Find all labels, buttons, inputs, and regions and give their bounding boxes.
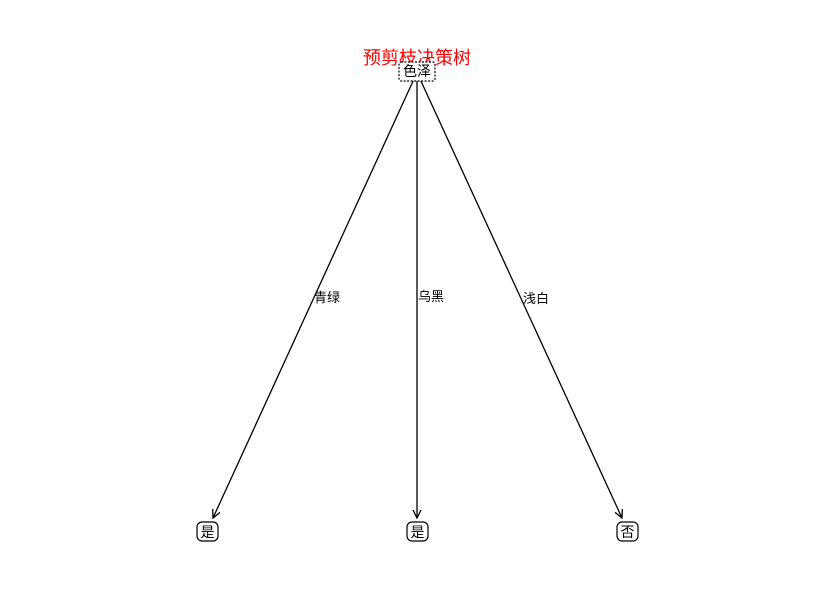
decision-node-box [398,61,436,82]
leaf-node-label: 否 [621,525,635,541]
leaf-node-3: 否 [616,521,639,542]
leaf-node-label: 是 [411,525,425,541]
leaf-node-2: 是 [406,521,429,542]
leaf-node-box [196,521,219,542]
leaf-node-label: 是 [201,525,215,541]
root-decision-node: 色泽 [398,61,436,82]
leaf-node-box [406,521,429,542]
edge-label-wuhei: 乌黑 [418,289,444,305]
leaf-node-1: 是 [196,521,219,542]
edge-qianbai [419,78,622,518]
edge-label-qinglv: 青绿 [314,291,340,306]
leaf-node-box [616,521,639,542]
diagram-title: 预剪枝决策树 [363,48,471,69]
edge-label-qianbai: 浅白 [523,291,549,307]
root-node-label: 色泽 [403,63,431,80]
edge-qinglv [213,78,415,518]
